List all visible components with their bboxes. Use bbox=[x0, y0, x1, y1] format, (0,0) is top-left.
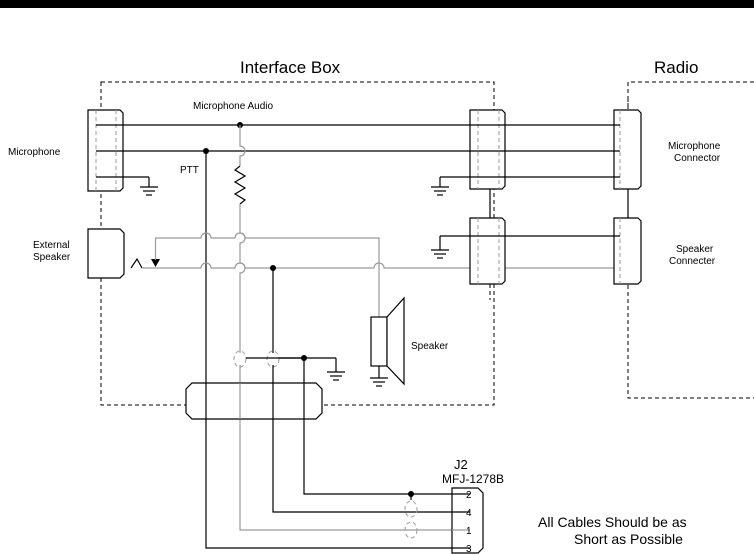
speaker-switch-wire bbox=[154, 232, 380, 317]
external-speaker-label-1: External bbox=[33, 240, 70, 251]
radio-outline bbox=[627, 81, 754, 399]
j2-pin-label: 3 bbox=[466, 544, 472, 554]
resistor bbox=[233, 165, 247, 205]
j2-pin-label: 1 bbox=[466, 526, 472, 537]
mic-connector-label-2: Connector bbox=[674, 153, 721, 164]
j2-pin-label: 4 bbox=[466, 508, 472, 519]
j2-label: J2 bbox=[454, 457, 468, 472]
j2-connector bbox=[451, 487, 484, 554]
microphone-audio-label: Microphone Audio bbox=[193, 101, 273, 112]
jack-switch-arrow bbox=[151, 259, 160, 267]
ground-icon bbox=[327, 358, 345, 381]
radio-speaker-connector bbox=[613, 217, 642, 285]
cable-note-line-2: Short as Possible bbox=[574, 531, 683, 547]
external-speaker-jack bbox=[87, 228, 125, 279]
interface-box-outline bbox=[100, 81, 495, 406]
shield-loop bbox=[404, 521, 418, 539]
shield-loop bbox=[266, 350, 280, 368]
speaker-connector-label-2: Connecter bbox=[669, 256, 716, 267]
mic-audio-to-j2-wire bbox=[239, 365, 470, 531]
cable-note-line-1: All Cables Should be as bbox=[538, 514, 687, 530]
radio-title: Radio bbox=[654, 58, 698, 77]
ptt-label: PTT bbox=[180, 165, 199, 176]
microphone-label: Microphone bbox=[8, 147, 61, 158]
mic-connector-label-1: Microphone bbox=[668, 141, 721, 152]
ground-icon bbox=[431, 177, 449, 196]
top-bar bbox=[0, 0, 754, 8]
ground-icon bbox=[140, 177, 158, 196]
j2-pin-label: 2 bbox=[466, 490, 472, 501]
shield-loop bbox=[233, 350, 247, 368]
interface-mic-connector bbox=[469, 109, 506, 190]
external-speaker-label-2: Speaker bbox=[33, 252, 71, 263]
mic-audio-drop-wire bbox=[239, 125, 246, 166]
radio-mic-connector bbox=[613, 109, 642, 190]
ptt-drop-wire bbox=[205, 151, 470, 549]
speaker-icon bbox=[370, 296, 405, 387]
speaker-signal-wire bbox=[142, 262, 620, 269]
mic-audio-drop-wire-lower bbox=[239, 204, 246, 353]
interface-box-title: Interface Box bbox=[240, 58, 341, 77]
speaker-connector-label-1: Speaker bbox=[676, 244, 714, 255]
shield-loop bbox=[404, 500, 418, 518]
jack-contact bbox=[130, 257, 143, 269]
cable-grommet bbox=[185, 382, 323, 420]
ground-icon bbox=[431, 236, 449, 259]
j2-model-label: MFJ-1278B bbox=[442, 472, 504, 486]
speaker-label: Speaker bbox=[411, 341, 449, 352]
interface-speaker-connector bbox=[469, 217, 506, 285]
